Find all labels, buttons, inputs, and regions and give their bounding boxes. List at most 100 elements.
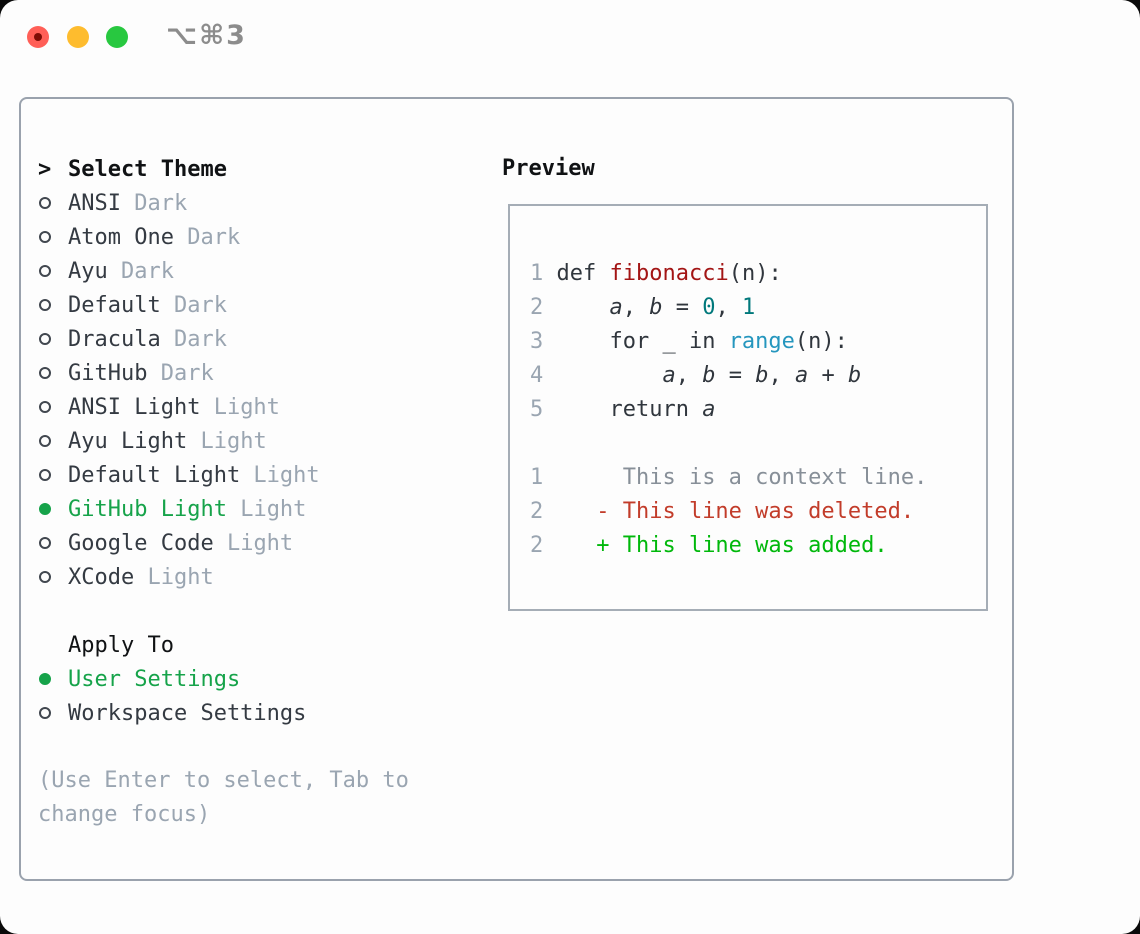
code-segment-var: b (847, 363, 862, 388)
theme-variant: Light (240, 462, 320, 488)
radio-icon (39, 333, 51, 345)
theme-option-xcode-light[interactable]: XCode Light (38, 560, 409, 594)
theme-variant: Light (187, 428, 267, 454)
code-segment-var: b (755, 363, 769, 388)
code-segment-plain: def (556, 261, 610, 286)
theme-variant: Light (134, 564, 214, 590)
code-segment-plain: + (808, 363, 848, 388)
select-theme-header: > Select Theme (38, 152, 409, 186)
theme-name: Default Light (68, 462, 241, 488)
theme-variant: Light (213, 530, 294, 556)
zoom-button[interactable] (106, 26, 128, 48)
code-segment-plain: , (715, 295, 742, 320)
radio-icon (39, 435, 51, 447)
code-segment-gutter: 3 (530, 329, 557, 354)
code-segment-plain: , (622, 295, 650, 320)
theme-option-google-code-light[interactable]: Google Code Light (38, 526, 409, 560)
code-segment-var: b (649, 295, 663, 320)
prompt-marker-icon: > (38, 156, 52, 182)
diff-preview: 1 This is a context line.2 - This line w… (530, 461, 986, 563)
theme-variant: Light (226, 496, 307, 522)
code-line: 4 a, b = b, a + b (530, 359, 986, 393)
code-segment-var: a (702, 397, 716, 422)
preview-label: Preview (502, 156, 595, 181)
apply-option-label: User Settings (68, 666, 241, 692)
radio-icon (39, 299, 51, 311)
theme-name: Ayu (68, 258, 108, 284)
code-segment-var: b (702, 363, 716, 388)
close-button[interactable] (27, 26, 49, 48)
code-line: 5 return a (530, 393, 986, 427)
theme-option-ayu-dark[interactable]: Ayu Dark (38, 254, 409, 288)
code-segment-plain: , (675, 363, 703, 388)
code-segment-plain: (n): (794, 329, 848, 354)
theme-name: GitHub Light (68, 496, 227, 522)
apply-option-user-settings[interactable]: User Settings (38, 662, 409, 696)
theme-name: GitHub (68, 360, 148, 386)
code-segment-num: 0 (702, 295, 716, 320)
theme-name: Default (68, 292, 161, 318)
theme-option-ansi-dark[interactable]: ANSI Dark (38, 186, 409, 220)
code-segment-func: fibonacci (609, 261, 729, 286)
theme-option-ayu-light-light[interactable]: Ayu Light Light (38, 424, 409, 458)
theme-name: Atom One (68, 224, 174, 250)
theme-option-github-light-light[interactable]: GitHub Light Light (38, 492, 409, 526)
theme-name: Ayu Light (68, 428, 188, 454)
theme-name: XCode (68, 564, 135, 590)
theme-name: ANSI (68, 190, 121, 216)
code-segment-plain: (n): (728, 261, 782, 286)
code-segment-plain (557, 363, 663, 388)
theme-option-github-dark[interactable]: GitHub Dark (38, 356, 409, 390)
select-theme-label: Select Theme (68, 156, 227, 182)
code-segment-gutter: 4 (530, 363, 557, 388)
theme-option-default-dark[interactable]: Default Dark (38, 288, 409, 322)
theme-variant: Dark (120, 190, 188, 216)
code-segment-deleted: - This line was deleted. (543, 499, 915, 524)
radio-icon (39, 367, 51, 379)
theme-name: Dracula (68, 326, 161, 352)
theme-variant: Dark (147, 360, 214, 386)
code-segment-plain: = (662, 295, 703, 320)
theme-variant: Dark (107, 258, 174, 284)
code-segment-var: a (794, 363, 809, 388)
theme-variant: Dark (160, 292, 227, 318)
theme-name: Google Code (68, 530, 214, 556)
code-segment-plain: return (556, 397, 703, 422)
code-segment-plain: , (768, 363, 795, 388)
radio-icon (39, 265, 51, 277)
minimize-button[interactable] (67, 26, 89, 48)
theme-option-dracula-dark[interactable]: Dracula Dark (38, 322, 409, 356)
radio-icon (39, 537, 51, 549)
theme-option-default-light-light[interactable]: Default Light Light (38, 458, 409, 492)
apply-option-label: Workspace Settings (68, 700, 307, 726)
theme-name: ANSI Light (68, 394, 201, 420)
unsaved-dot-icon (34, 33, 42, 41)
code-line: 2 a, b = 0, 1 (530, 291, 986, 325)
code-line: 1 def fibonacci(n): (530, 257, 986, 291)
theme-variant: Light (200, 394, 280, 420)
code-segment-plain: for _ in (556, 329, 729, 354)
apply-to-label: Apply To (68, 632, 174, 658)
apply-to-header: Apply To (38, 628, 409, 662)
theme-option-ansi-light-light[interactable]: ANSI Light Light (38, 390, 409, 424)
spacer (38, 594, 409, 628)
code-segment-num: 1 (741, 295, 756, 320)
radio-icon (39, 197, 51, 209)
code-segment-builtin: range (728, 329, 795, 354)
code-line (530, 427, 986, 461)
code-segment-gutter: 2 (530, 295, 557, 320)
theme-option-atom-one-dark[interactable]: Atom One Dark (38, 220, 409, 254)
code-segment-gutter: 5 (530, 397, 557, 422)
diff-line: 1 This is a context line. (530, 461, 986, 495)
theme-variant: Dark (160, 326, 227, 352)
diff-line: 2 + This line was added. (530, 529, 986, 563)
code-segment-context: This is a context line. (543, 465, 928, 490)
radio-icon (39, 707, 51, 719)
apply-option-workspace-settings[interactable]: Workspace Settings (38, 696, 409, 730)
radio-selected-icon (39, 503, 51, 515)
